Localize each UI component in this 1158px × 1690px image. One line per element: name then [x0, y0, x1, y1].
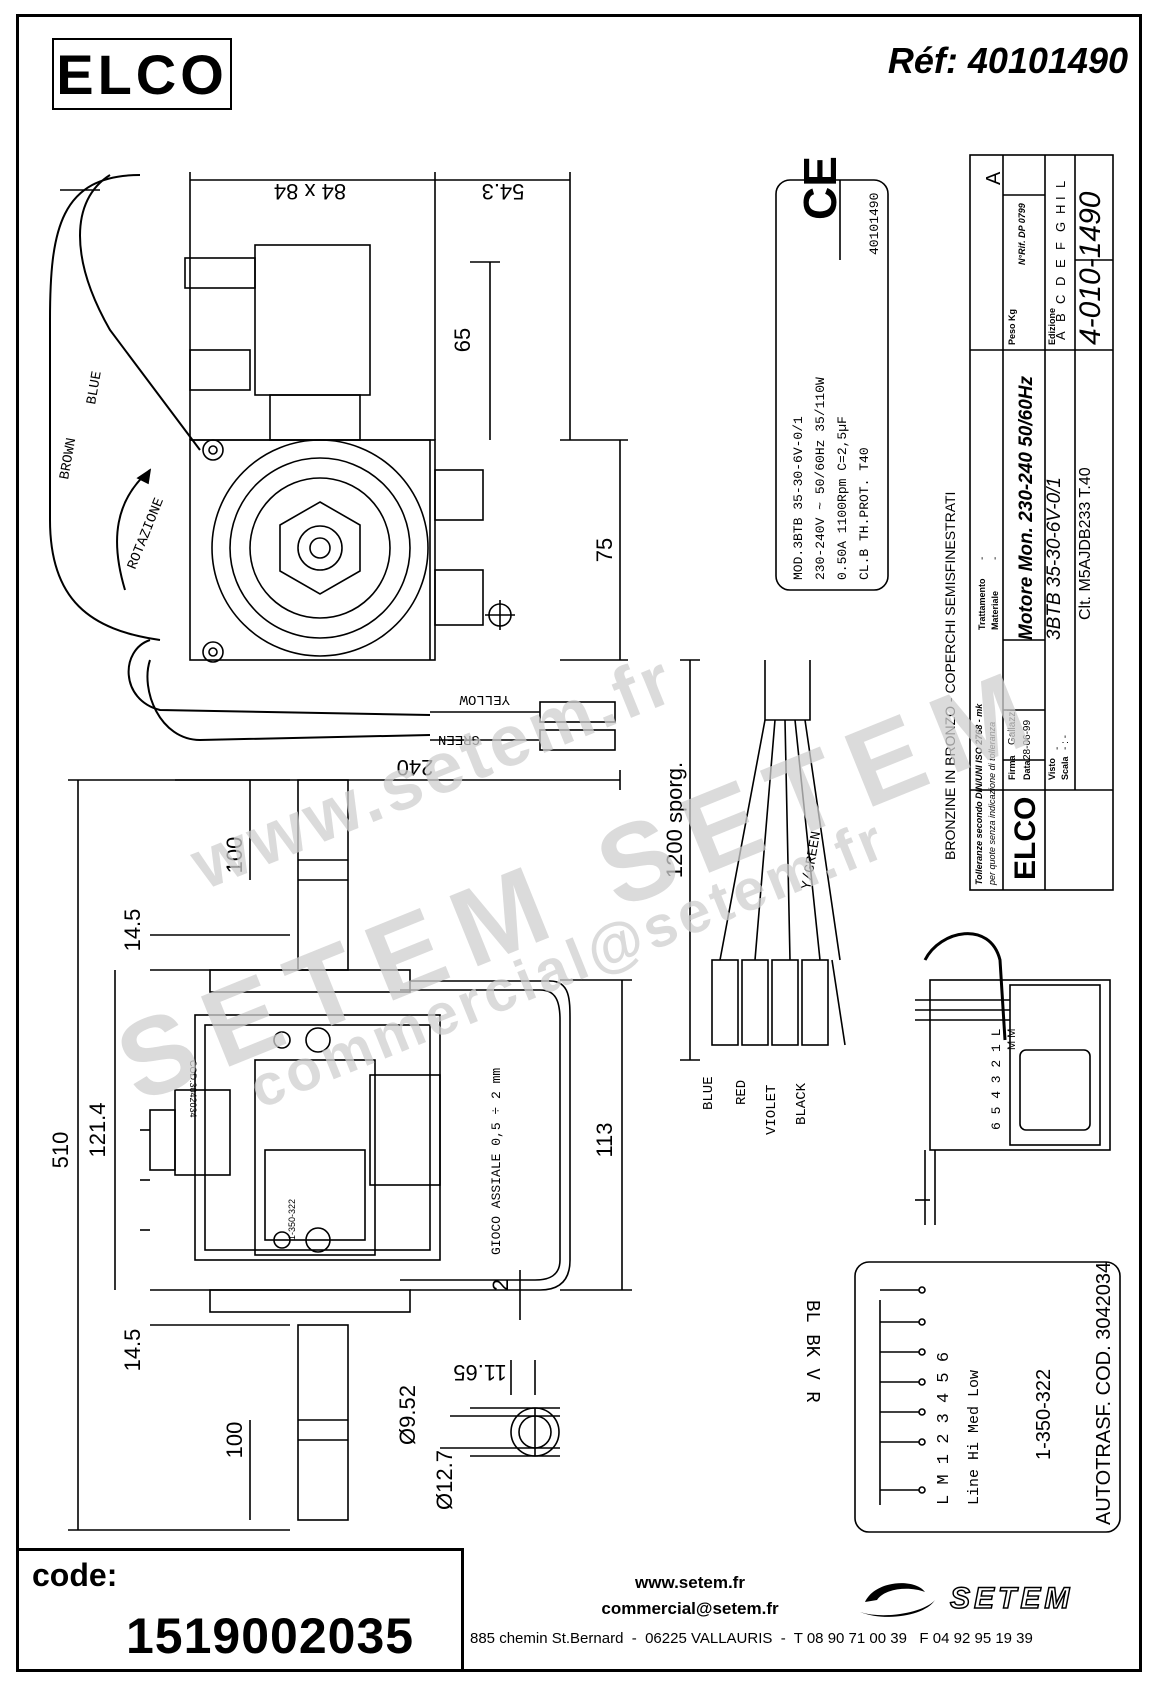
tb-firma-label: Firma [1007, 754, 1017, 780]
connector-pins: 6 5 4 3 2 1 L [989, 1029, 1004, 1130]
tb-edizione-label: Edizione [1047, 308, 1057, 345]
setem-logo-text: SETEM [950, 1582, 1073, 1615]
tb-tolerance-1: Tolleranze secondo DIN/UNI ISO 2768 - mk [974, 703, 984, 885]
tb-materiale-value: - [990, 557, 1001, 560]
tb-scala-value: - : - [1060, 735, 1071, 750]
tb-visto-label: Visto [1047, 758, 1057, 780]
dim-14-5-top: 14.5 [120, 909, 145, 952]
tb-desc-2: 3BTB 35-30-6V-0/1 [1044, 477, 1065, 640]
bottom-wire-3: BLACK [794, 1082, 810, 1125]
tb-edition-letter-d: D [1053, 277, 1068, 286]
address-line: 885 chemin St.Bernard - 06225 VALLAURIS … [470, 1630, 1033, 1647]
rotation-label: ROTAZIONE [125, 496, 168, 572]
schematic-colors: BL BK V R [801, 1300, 823, 1403]
tb-desc-1: Motore Mon. 230-240 50/60Hz [1016, 376, 1037, 640]
wire-blue-label: BLUE [84, 370, 106, 406]
website-link[interactable]: www.setem.fr [635, 1573, 745, 1592]
wire-green-label: GREEN [438, 731, 480, 747]
tb-visto-value: - [1052, 747, 1063, 750]
dim-84x84: 84 x 84 [274, 179, 346, 204]
dim-510: 510 [48, 1132, 73, 1169]
tb-scala-label: Scala [1060, 755, 1070, 780]
tb-data-value: 28-06-99 [1022, 720, 1033, 760]
tb-revision: A [983, 171, 1005, 185]
tb-peso-label: Peso Kg [1007, 309, 1017, 345]
schematic-terminals: L M 1 2 3 4 5 6 [935, 1352, 954, 1505]
tb-edition-letter-f: F [1053, 242, 1068, 250]
dim-2: 2 [488, 1279, 513, 1291]
dim-d12-7: Ø12.7 [432, 1450, 457, 1510]
dim-75: 75 [592, 538, 617, 562]
drawing-sheet [16, 14, 1142, 1672]
dim-100-bottom: 100 [222, 1422, 247, 1459]
tb-rif-label: N°Rif. DP 0799 [1017, 203, 1027, 265]
dim-14-5-bottom: 14.5 [120, 1329, 145, 1372]
tb-edition-letter-e: E [1053, 259, 1068, 268]
wire-yellow-label: YELLOW [459, 691, 510, 707]
tb-edition-letter-b: B [1053, 313, 1068, 322]
dim-d9-52: Ø9.52 [395, 1385, 420, 1445]
tb-materiale-label: Materiale [990, 591, 1000, 630]
code-value: 1519002035 [126, 1608, 415, 1664]
dim-65: 65 [450, 328, 475, 352]
plate-current: 0.50A 1100Rpm C=2,5µF [835, 416, 850, 580]
ce-mark: CE [794, 156, 846, 220]
schematic-speeds: Line Hi Med Low [966, 1370, 983, 1505]
dim-121-4: 121.4 [85, 1102, 110, 1157]
tb-edition-letter-c: C [1053, 295, 1068, 304]
tb-brand: ELCO [1009, 797, 1042, 880]
axial-play-label: GIOCO ASSIALE 0,5 ÷ 2 mm [489, 1068, 504, 1255]
motor-plate-part: 1-350-322 [287, 1199, 297, 1240]
tb-desc-3: Clt. M5AJDB233 T.40 [1077, 467, 1094, 620]
tb-edition-letter-g: G [1053, 222, 1068, 232]
tb-tolerance-2: per quote senza indicazione di tolleranz… [987, 722, 997, 886]
code-label: code: [32, 1557, 118, 1593]
elco-logo-text: ELCO [56, 43, 228, 106]
code-box: code: 1519002035 [16, 1548, 464, 1672]
tb-edition-letter-h: H [1053, 205, 1068, 214]
tb-data-label: Data [1022, 759, 1032, 780]
setem-swoosh-icon [865, 1583, 925, 1602]
tb-edition-letter-a: A [1053, 331, 1068, 340]
bottom-wire-0: BLUE [701, 1076, 717, 1110]
tb-notes: BRONZINE IN BRONZO - COPERCHI SEMISFINES… [942, 492, 958, 860]
email-link[interactable]: commercial@setem.fr [601, 1599, 779, 1618]
dim-100-top: 100 [222, 837, 247, 874]
tb-trattamento-value: - [977, 557, 988, 560]
dim-1200: 1200 sporg. [662, 762, 687, 878]
bottom-wire-2: VIOLET [764, 1085, 780, 1135]
plate-voltage: 230-240V ~ 50/60Hz 35/110W [813, 377, 828, 580]
setem-logo: SETEM [860, 1581, 1073, 1617]
schematic-autotrasf: AUTOTRASF. COD. 3042034 [1093, 1262, 1115, 1525]
dim-113: 113 [592, 1122, 617, 1157]
plate-model: MOD.3BTB 35-30-6V-0/1 [791, 416, 806, 580]
wire-brown-label: BROWN [57, 437, 80, 481]
reference-number: Réf: 40101490 [887, 40, 1128, 81]
bottom-wire-1: RED [734, 1080, 750, 1105]
tb-edition-letter-i: I [1053, 196, 1068, 200]
contact-block: www.setem.fr commercial@setem.fr [520, 1570, 860, 1622]
plate-class: CL.B TH.PROT. T40 [857, 447, 872, 580]
schematic-part: 1-350-322 [1033, 1369, 1055, 1460]
tb-trattamento-label: Trattamento [977, 578, 987, 630]
dim-54-3: 54.3 [482, 179, 525, 204]
connector-mm: M M [1006, 1029, 1018, 1050]
tb-firma-value: Gallazzi [1007, 709, 1018, 745]
tb-drawing-number: 4-010-1490 [1074, 191, 1107, 345]
tb-edition-letter-l: L [1053, 181, 1068, 188]
plate-code: 40101490 [867, 193, 882, 255]
elco-logo: ELCO [52, 38, 232, 110]
motor-plate-code: COD.3042034 [188, 1060, 198, 1118]
dim-11-65: 11.65 [453, 1360, 506, 1385]
dim-240: 240 [397, 755, 434, 780]
